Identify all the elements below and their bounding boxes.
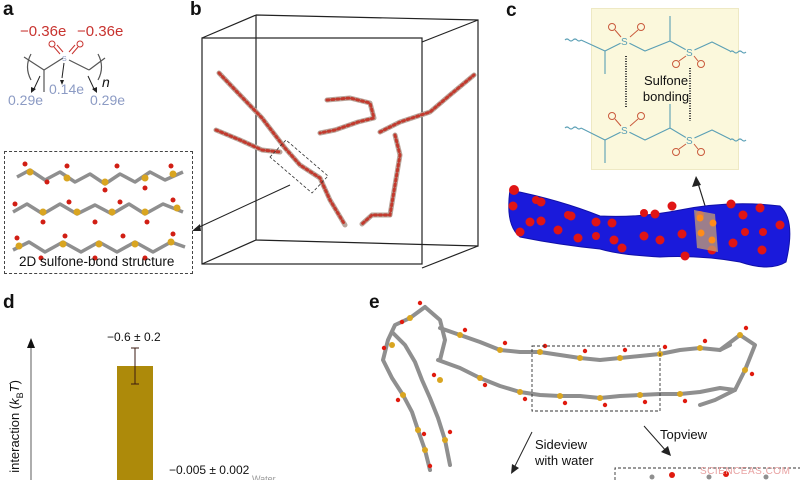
highlight-box — [531, 345, 661, 412]
sulfone-chains-render — [12, 161, 186, 261]
sulfur-atom: S — [621, 126, 628, 137]
charge-oxygen-right: −0.36e — [77, 23, 124, 40]
sulfone-bonding-label: Sulfone bonding — [642, 73, 690, 104]
panel-label-e: e — [369, 292, 380, 313]
panel-label-b: b — [190, 0, 202, 20]
sulfur-atom: S — [621, 37, 628, 48]
panel-label-a: a — [3, 0, 14, 20]
charge-sulfur: 0.14e — [49, 81, 85, 97]
sulfur-atom: S — [686, 48, 693, 59]
bar1-annotation: −0.6 ± 0.2 — [107, 330, 161, 344]
error-bar — [131, 347, 139, 385]
sulfur-atom: S — [686, 136, 693, 147]
sulfone-bonding-inset: Sulfone bonding — [591, 8, 739, 170]
panel-label-c: c — [506, 0, 517, 21]
panel-label-d: d — [3, 292, 15, 313]
repeat-subscript: n — [102, 74, 110, 90]
bar2-category-label: Water — [252, 474, 276, 480]
bar2-annotation: −0.005 ± 0.002 — [169, 463, 250, 477]
y-axis-arrow-icon — [27, 338, 35, 348]
charge-carbon-left: 0.29e — [8, 92, 44, 108]
charge-oxygen-left: −0.36e — [20, 23, 67, 40]
topview-box — [614, 467, 800, 480]
inset-caption: 2D sulfone-bond structure — [19, 254, 175, 269]
topview-label: Topview — [660, 427, 707, 442]
watermark: SCIENCEAS.COM — [700, 466, 791, 477]
bar-sulfone — [117, 366, 153, 480]
sulfone-bond-inset: 2D sulfone-bond structure — [4, 151, 193, 274]
charge-carbon-right: 0.29e — [90, 92, 126, 108]
svg-text:S: S — [62, 56, 67, 63]
sideview-label: Sideview with water — [535, 437, 594, 468]
